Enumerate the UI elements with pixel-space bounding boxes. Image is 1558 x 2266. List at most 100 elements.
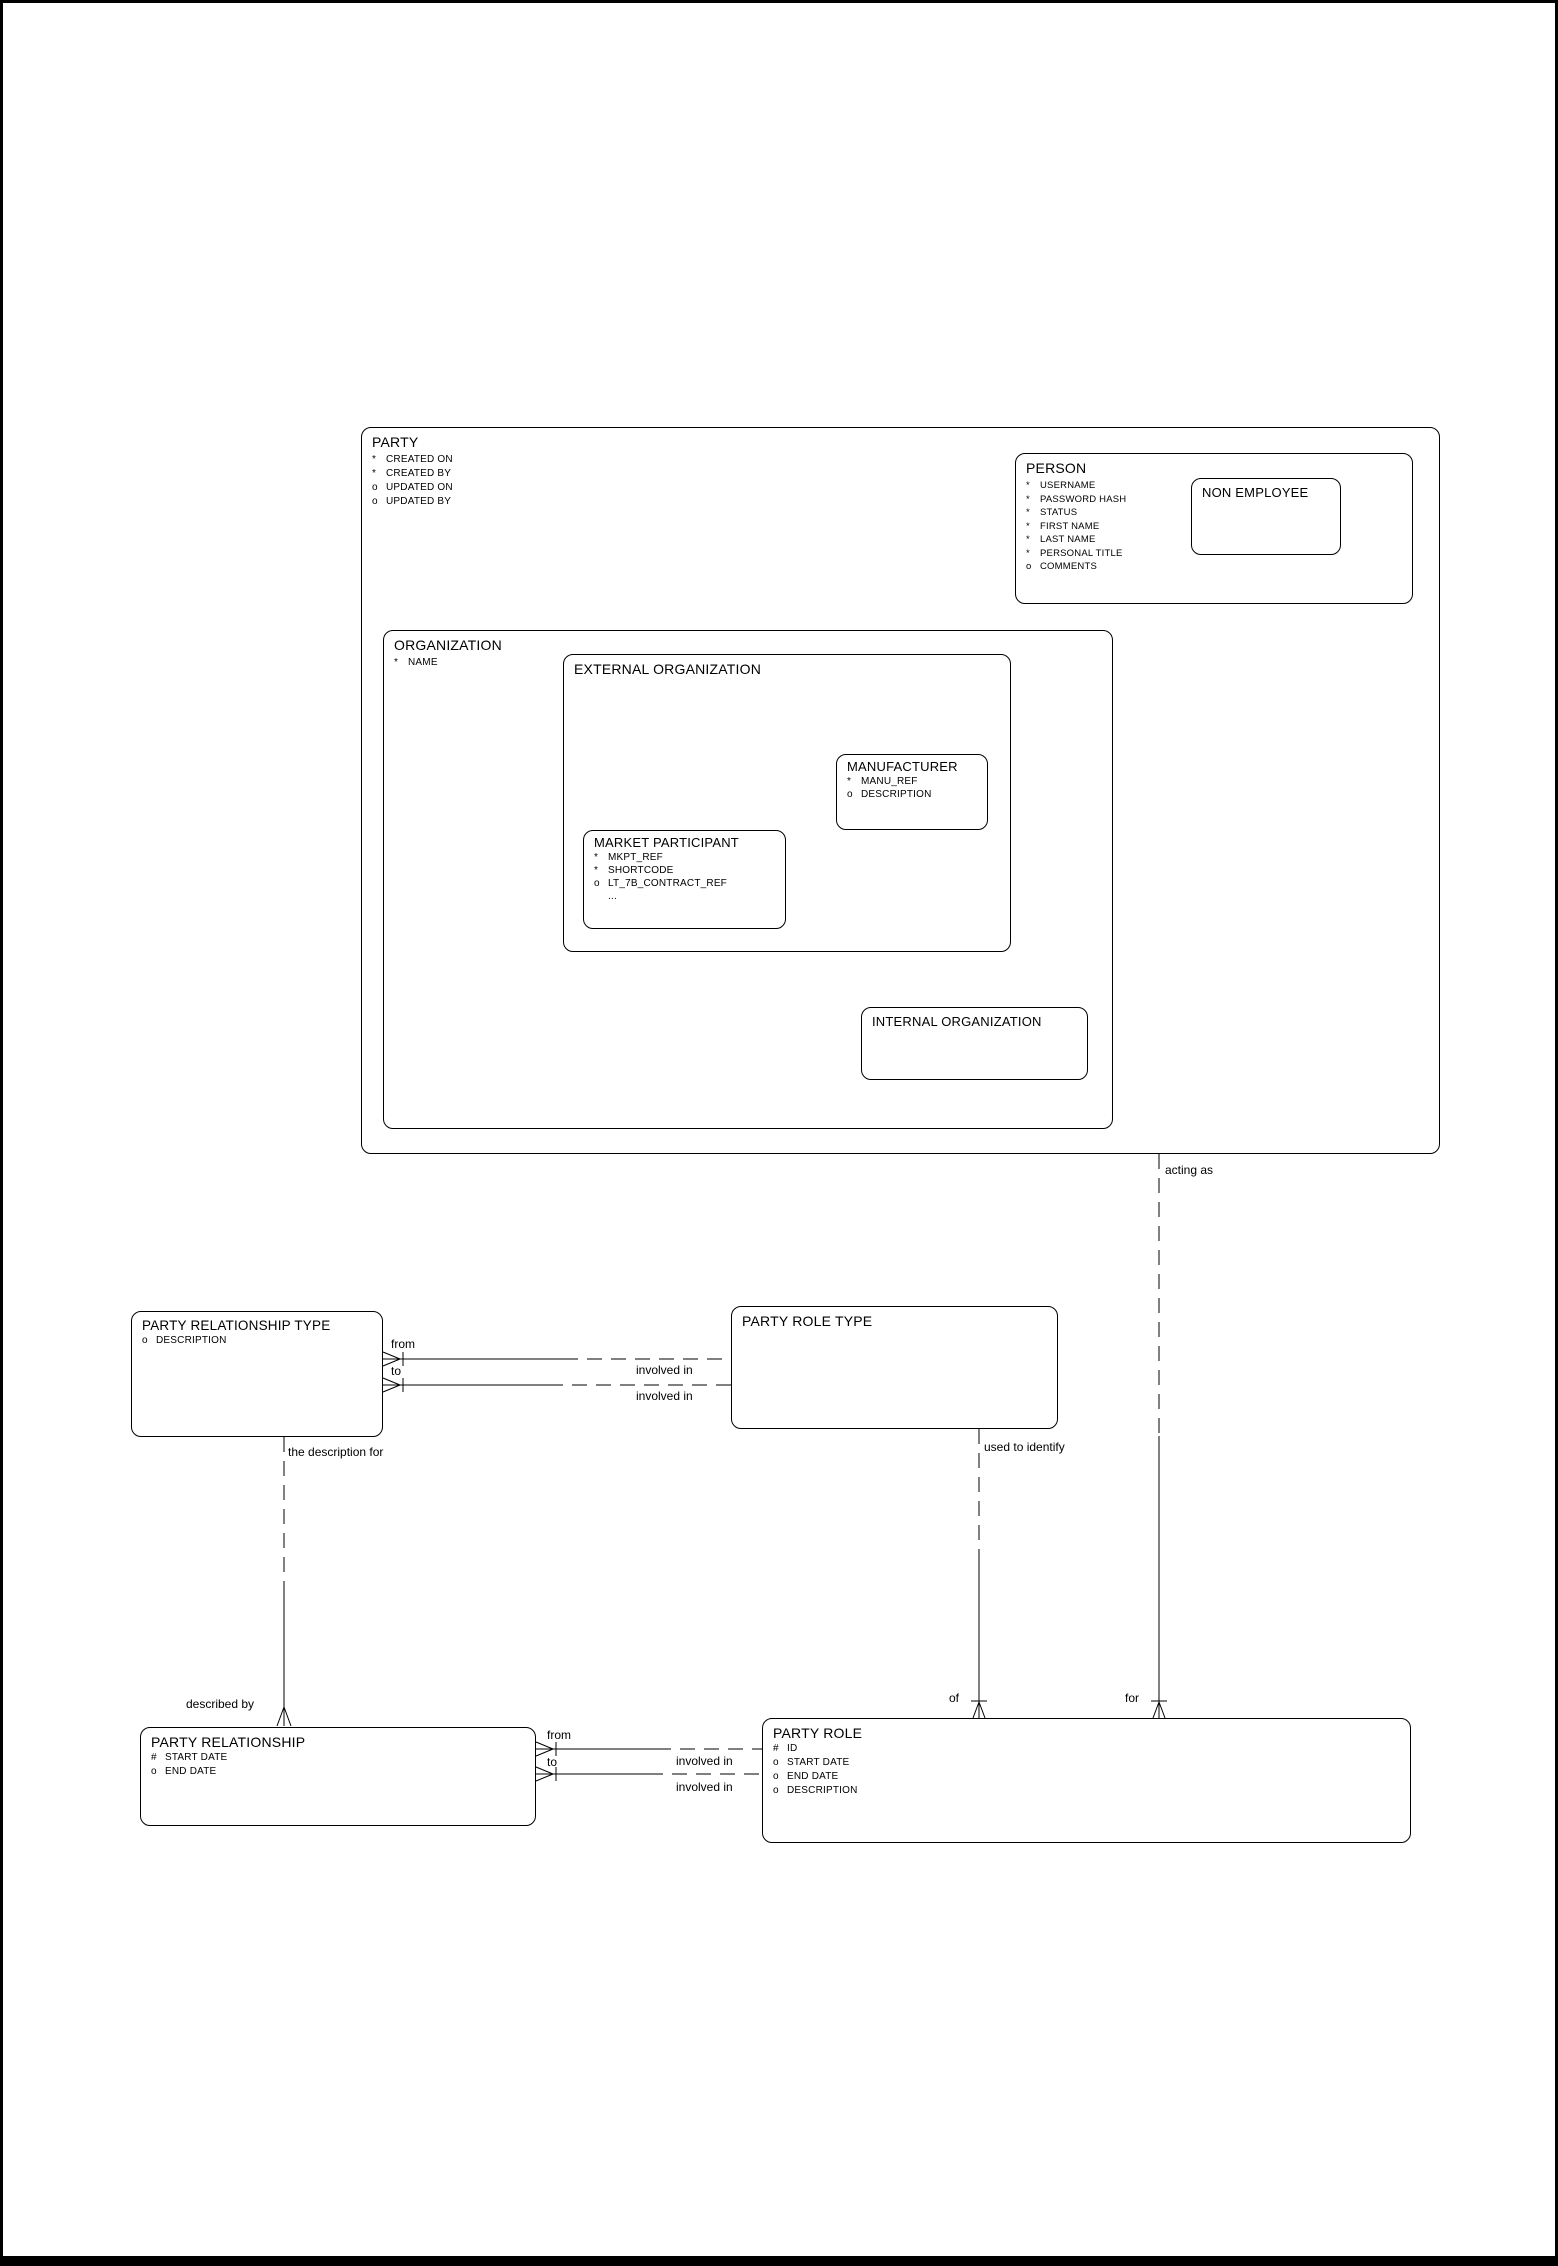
attribute-optionality-mark: o (773, 1771, 779, 1782)
attribute-row: * STATUS (1026, 506, 1402, 520)
attribute-row: o LT_7B_CONTRACT_REF (594, 877, 775, 890)
attribute-name: CREATED BY (386, 468, 452, 479)
attribute-optionality-mark: * (372, 468, 376, 479)
relationship-lines (276, 1154, 1167, 1782)
entity-non-employee: NON EMPLOYEE (1191, 478, 1341, 555)
attribute-name: START DATE (787, 1757, 850, 1768)
attribute-row: *PERSONAL TITLE (1026, 547, 1402, 561)
attribute-optionality-mark: * (1026, 480, 1030, 491)
entity-party-role-title: PARTY ROLE (773, 1725, 863, 1741)
attribute-row: # ID (773, 1742, 1400, 1756)
attribute-name: MANU_REF (861, 776, 918, 787)
attribute-optionality-mark: * (1026, 520, 1030, 532)
attribute-name: DESCRIPTION (156, 1335, 227, 1346)
entity-internal-organization-title: INTERNAL ORGANIZATION (872, 1014, 1042, 1029)
entity-non-employee-title: NON EMPLOYEE (1202, 485, 1309, 500)
attribute-name: DESCRIPTION (861, 789, 932, 800)
entity-party-title: PARTY (372, 434, 419, 450)
attribute-optionality-mark: * (594, 865, 598, 876)
attribute-optionality-mark: o (151, 1766, 157, 1777)
attribute-optionality-mark: * (1026, 507, 1030, 518)
attribute-row: * LAST NAME (1026, 533, 1402, 547)
attribute-row: # START DATE (151, 1751, 525, 1765)
attribute-name: ID (787, 1743, 798, 1754)
attribute-row: * PASSWORD HASH (1026, 493, 1402, 507)
entity-organization-title: ORGANIZATION (394, 637, 502, 653)
entity-party-relationship-title: PARTY RELATIONSHIP (151, 1734, 306, 1750)
attribute-row: o DESCRIPTION (773, 1784, 1400, 1798)
attribute-optionality-mark: # (151, 1752, 157, 1763)
attribute-optionality-mark: o (142, 1335, 148, 1346)
rel-type-to-line (382, 1377, 731, 1393)
rel-label-involved-in-4: involved in (676, 1780, 733, 1794)
attribute-name: NAME (408, 657, 438, 668)
entity-party-relationship-type: PARTY RELATIONSHIP TYPE o DESCRIPTION (131, 1311, 383, 1437)
entity-organization-attributes: * NAME (384, 653, 1112, 670)
attribute-row: ... (594, 890, 775, 903)
rel-label-from-bottom: from (547, 1728, 571, 1742)
attribute-optionality-mark: # (773, 1743, 779, 1754)
attribute-optionality-mark: * (394, 657, 398, 668)
rel-described-by-line (276, 1437, 292, 1727)
attribute-optionality-mark: o (773, 1785, 779, 1796)
attribute-row: *MKPT_REF (594, 851, 775, 864)
rel-label-described-by: described by (186, 1697, 255, 1711)
entity-person-title: PERSON (1026, 460, 1087, 476)
attribute-row: o DESCRIPTION (142, 1334, 372, 1348)
attribute-optionality-mark: * (1026, 547, 1030, 559)
attribute-name: LAST NAME (1040, 534, 1096, 545)
rel-used-to-identify-line (971, 1429, 987, 1719)
rel-type-from-line (382, 1351, 731, 1367)
attribute-row: * CREATED BY (372, 467, 1429, 481)
attribute-optionality-mark: o (594, 878, 600, 889)
rel-label-for: for (1125, 1691, 1140, 1705)
rel-party-from-line (535, 1741, 762, 1757)
entity-party-role-type: PARTY ROLE TYPE (731, 1306, 1058, 1429)
attribute-name: ... (608, 891, 617, 902)
attribute-name: LT_7B_CONTRACT_REF (608, 878, 727, 889)
rel-label-to-top: to (391, 1364, 402, 1378)
attribute-row: * CREATED ON (372, 453, 1429, 467)
entity-manufacturer-title: MANUFACTURER (847, 759, 958, 774)
entity-person-attributes: *USERNAME*PASSWORD HASH*STATUS*FIRST NAM… (1016, 476, 1412, 574)
rel-label-to-bottom: to (547, 1755, 558, 1769)
attribute-optionality-mark: * (1026, 493, 1030, 505)
rel-label-involved-in-2: involved in (636, 1389, 693, 1403)
rel-label-the-description-for: the description for (288, 1445, 384, 1459)
attribute-optionality-mark: o (773, 1757, 779, 1768)
attribute-name: DESCRIPTION (787, 1785, 858, 1796)
attribute-row: *MANU_REF (847, 775, 977, 788)
attribute-row: *USERNAME (1026, 479, 1402, 493)
entity-external-organization-title: EXTERNAL ORGANIZATION (574, 661, 761, 677)
entity-internal-organization: INTERNAL ORGANIZATION (861, 1007, 1088, 1080)
rel-label-of: of (949, 1691, 960, 1705)
rel-label-involved-in-1: involved in (636, 1363, 693, 1377)
rel-label-involved-in-3: involved in (676, 1754, 733, 1768)
entity-party-role-type-title: PARTY ROLE TYPE (742, 1313, 873, 1329)
attribute-name: PASSWORD HASH (1040, 493, 1127, 505)
attribute-optionality-mark: * (372, 454, 376, 465)
entity-party-relationship-attributes: # START DATE o END DATE (141, 1750, 535, 1779)
attribute-optionality-mark: * (1026, 534, 1030, 545)
attribute-optionality-mark: o (1026, 561, 1032, 572)
attribute-optionality-mark: o (372, 482, 378, 493)
attribute-name: CREATED ON (386, 454, 453, 465)
attribute-name: END DATE (165, 1766, 217, 1777)
attribute-name: STATUS (1040, 507, 1078, 518)
entity-party-relationship-type-title: PARTY RELATIONSHIP TYPE (142, 1318, 331, 1333)
entity-party-relationship: PARTY RELATIONSHIP # START DATE o END DATE (140, 1727, 536, 1826)
attribute-row: * NAME (394, 656, 1102, 670)
attribute-name: START DATE (165, 1752, 228, 1763)
entity-market-participant-title: MARKET PARTICIPANT (594, 835, 739, 850)
attribute-name: FIRST NAME (1040, 520, 1100, 532)
